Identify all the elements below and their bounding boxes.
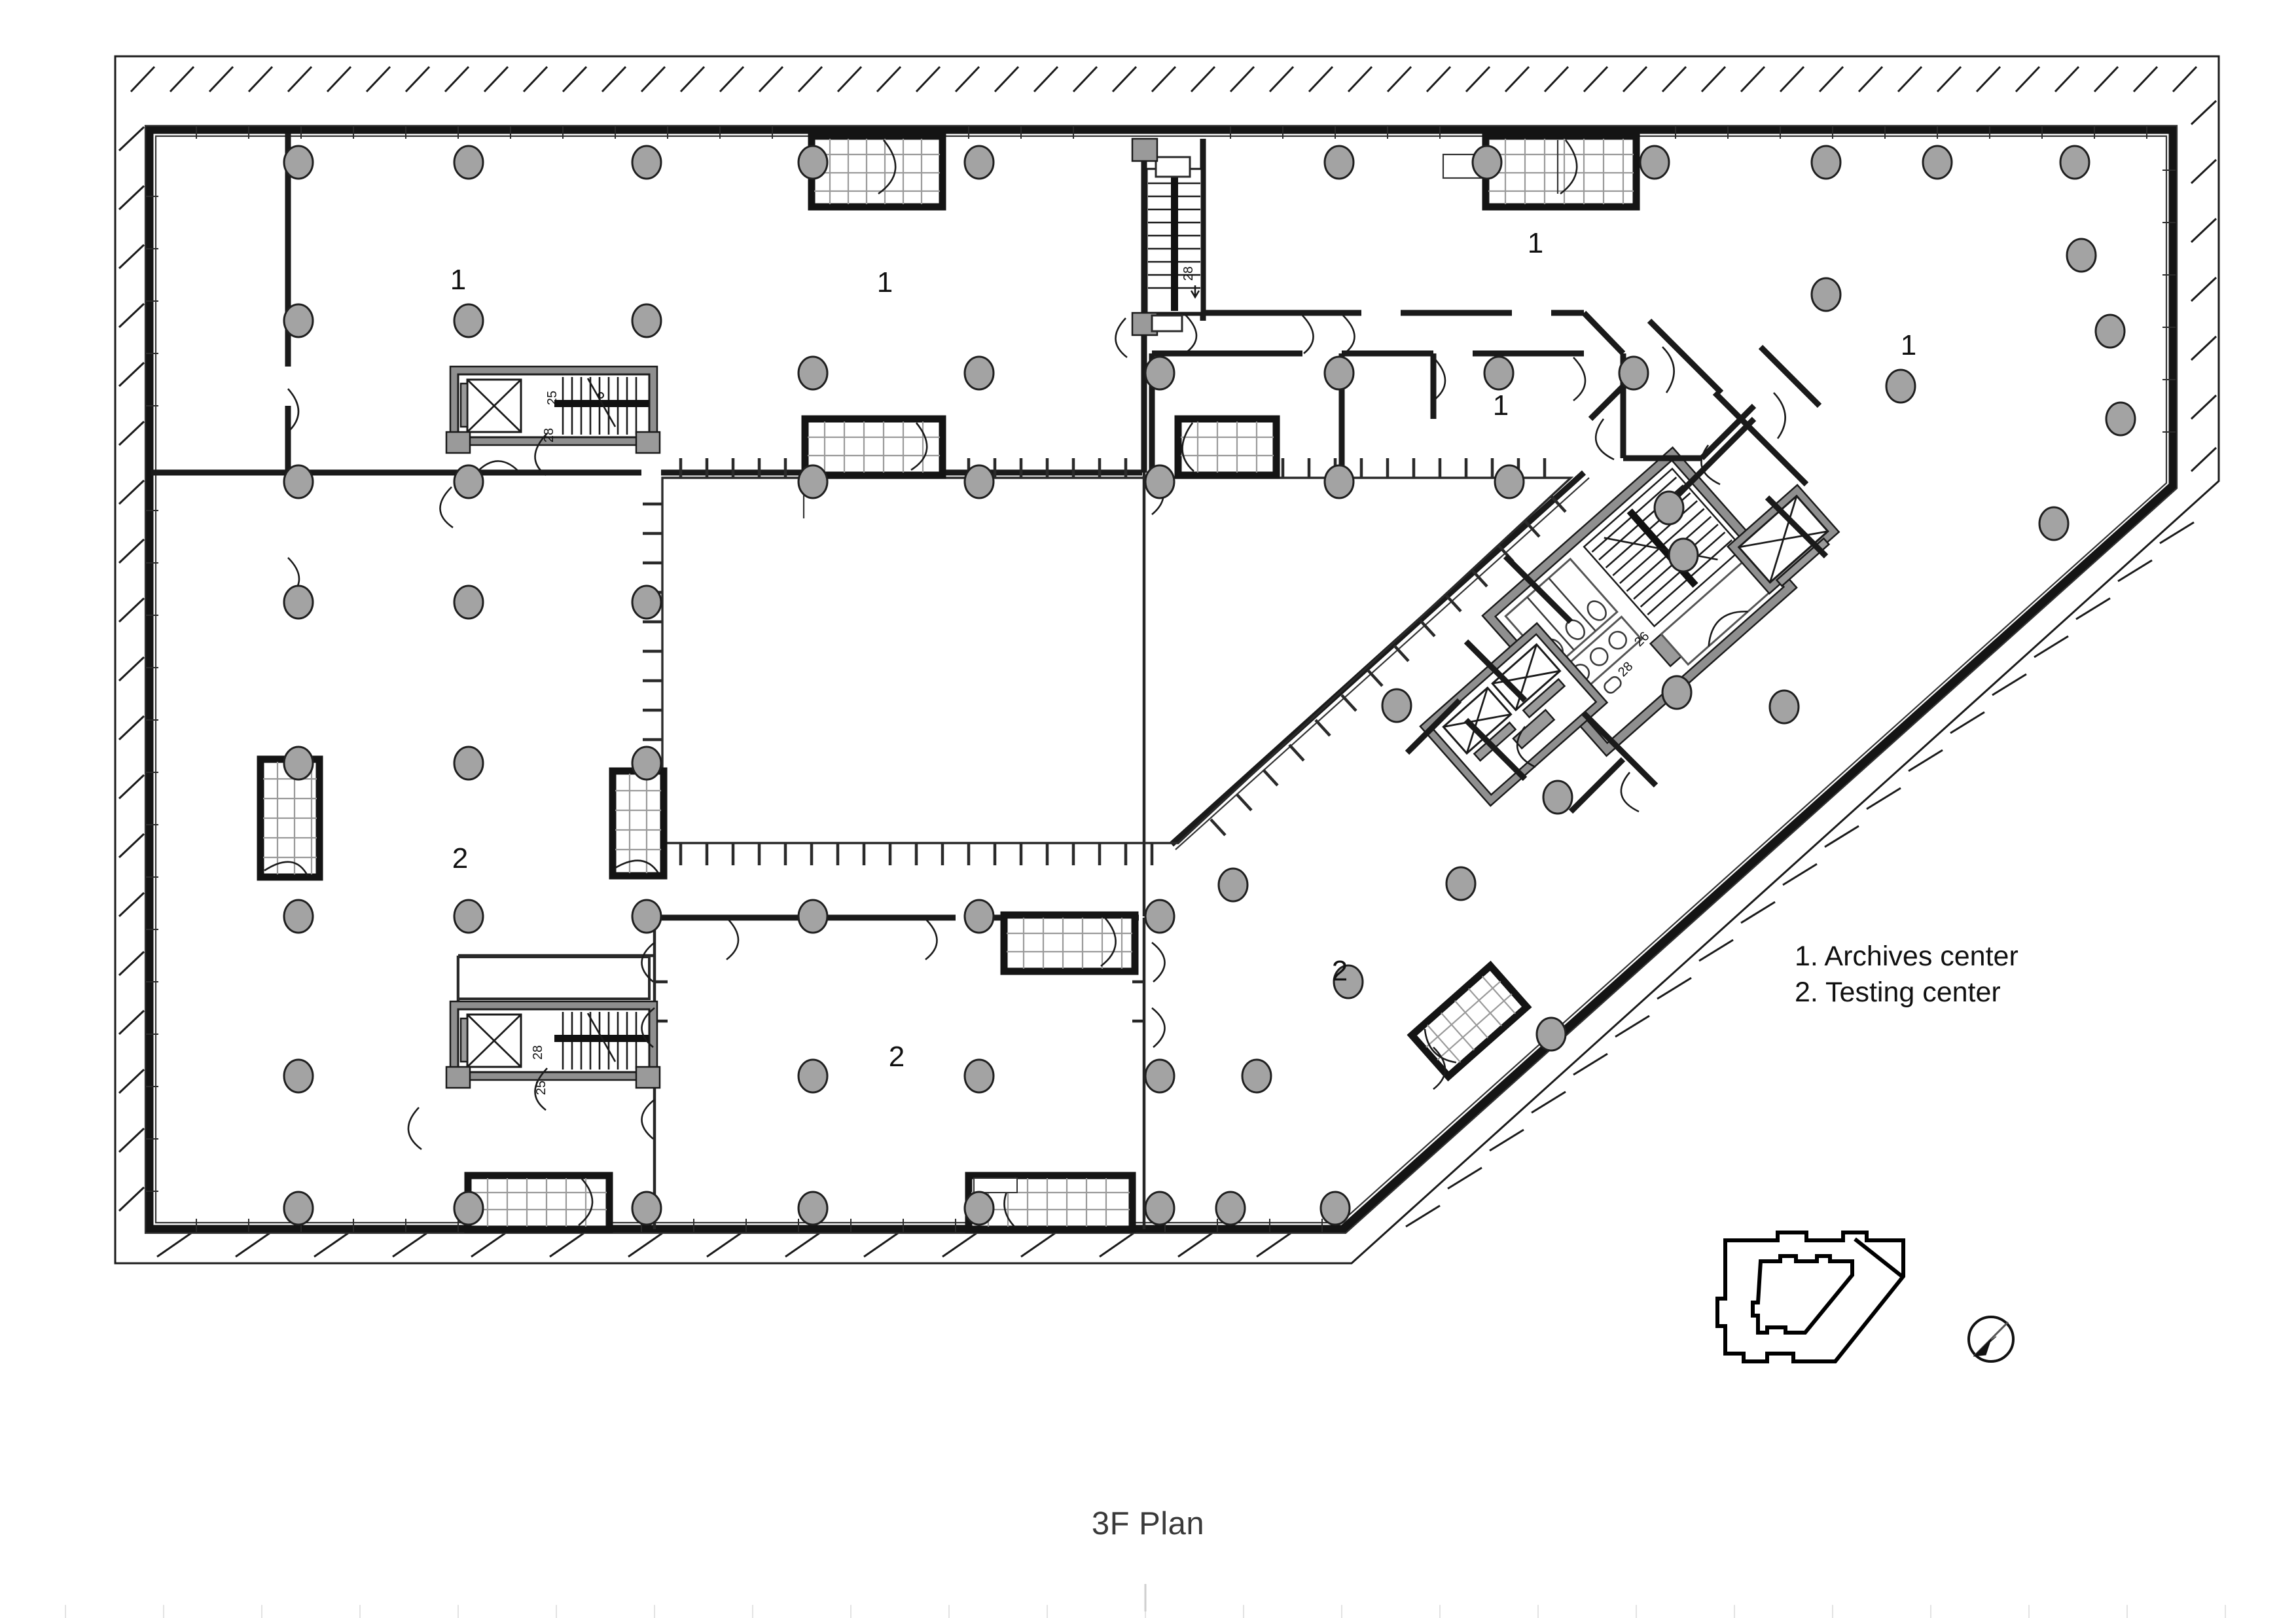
legend: 1. Archives center 2. Testing center <box>1795 939 2018 1011</box>
room-label-1-ne-upper: 1 <box>1527 227 1544 259</box>
core-left-lower <box>445 956 661 1111</box>
stair-top-center <box>1131 137 1203 336</box>
elevator-left-lower <box>459 1013 522 1068</box>
stair-label-28-top: 28 <box>1181 266 1196 281</box>
core-left-upper <box>445 365 661 476</box>
outer-boundary-line <box>114 55 2220 1265</box>
atrium-rail-ticks-bottom <box>679 843 1154 865</box>
north-arrow <box>1967 1316 2015 1363</box>
tiled-room-bottom-left <box>464 1172 613 1233</box>
room-label-1-n: 1 <box>876 266 893 298</box>
tiled-room-lower-mid <box>1000 911 1139 975</box>
elevator-bank-northeast <box>1419 622 1609 807</box>
central-atrium-void <box>643 458 1574 865</box>
tiled-room-mid-center <box>1174 415 1280 479</box>
room-label-2-se: 2 <box>1331 955 1348 987</box>
elevator-left-upper <box>459 378 522 433</box>
stair-label-25-left-upper: 25 <box>545 391 560 405</box>
elevator-cab-2 <box>1491 643 1562 711</box>
room-label-2-w: 2 <box>452 842 469 874</box>
room-label-1-nw: 1 <box>450 264 467 296</box>
room-label-1-ne-outer: 1 <box>1900 329 1917 361</box>
stair-label-28-left-upper: 28 <box>542 428 556 442</box>
boundary-hatch-ticks <box>118 65 2217 1258</box>
legend-item-2: 2. Testing center <box>1795 977 2001 1009</box>
structural-columns <box>283 145 2136 1226</box>
northeast-corridor-walls <box>1405 318 1829 814</box>
tiled-room-diagonal-se <box>1407 960 1532 1082</box>
room-label-1-ne-inner: 1 <box>1492 389 1509 422</box>
legend-item-1: 1. Archives center <box>1795 941 2018 972</box>
building-perimeter-wall <box>144 124 2178 1234</box>
tiled-room-top-right <box>1442 132 1640 211</box>
stair-label-25-left-lower: 25 <box>534 1081 548 1095</box>
page-title: 3F Plan <box>1091 1506 1205 1541</box>
room-label-2-s: 2 <box>888 1041 905 1073</box>
tiled-shaft-mid <box>609 767 668 880</box>
page-bottom-ticks <box>65 1584 2226 1618</box>
key-plan-thumbnail <box>1715 1231 1905 1363</box>
stair-left-upper <box>554 377 649 435</box>
elevator-northeast-single <box>1726 484 1840 595</box>
elevator-cab-1 <box>1442 686 1513 755</box>
stair-label-28-left-lower: 28 <box>531 1045 545 1060</box>
stair-left-lower <box>554 1012 649 1070</box>
tiled-room-mid-left <box>801 415 946 479</box>
window-mullions <box>145 126 2176 1232</box>
tiled-room-top-left <box>808 132 946 211</box>
